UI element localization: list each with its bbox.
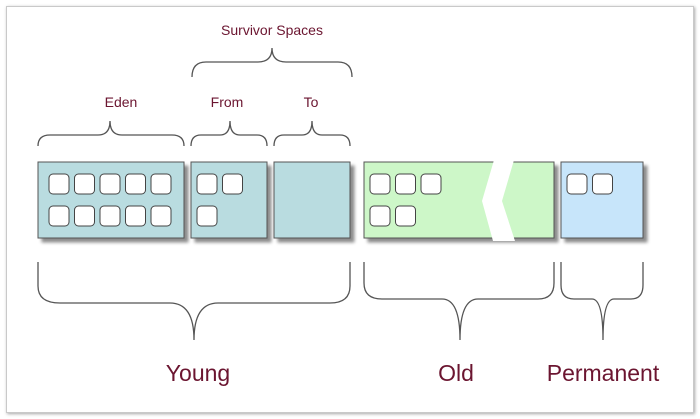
permanent-object-cell (566, 173, 588, 195)
eden-object-cell (150, 205, 172, 227)
from-object-cell (196, 205, 218, 227)
old-box (363, 161, 555, 239)
from-object-cell (222, 173, 243, 195)
eden-object-cell (99, 205, 121, 227)
from-brace (190, 120, 268, 147)
from-label: From (211, 94, 244, 110)
to-brace (273, 120, 351, 147)
old-brace (363, 262, 555, 341)
eden-label: Eden (105, 94, 138, 110)
young-brace (37, 262, 351, 341)
object-cells (48, 173, 613, 227)
memory-regions (37, 160, 644, 241)
permanent-object-cell (592, 173, 613, 195)
to-box (273, 161, 351, 239)
old-object-cell (395, 205, 416, 227)
from-object-cell (196, 173, 218, 195)
old-object-cell (369, 205, 391, 227)
old-break-mark (482, 160, 515, 241)
old-object-cell (395, 173, 416, 195)
young-label: Young (166, 360, 230, 386)
eden-object-cell (48, 205, 70, 227)
eden-object-cell (74, 205, 95, 227)
eden-object-cell (99, 173, 121, 195)
survivor-spaces-brace (191, 47, 353, 78)
permanent-brace (560, 262, 644, 341)
old-label: Old (438, 360, 474, 386)
old-object-cell (369, 173, 391, 195)
old-object-cell (420, 173, 442, 195)
from-box (190, 161, 268, 239)
eden-box (37, 161, 185, 239)
survivor-spaces-label: Survivor Spaces (221, 22, 323, 38)
permanent-box (560, 161, 644, 239)
eden-object-cell (150, 173, 172, 195)
eden-object-cell (125, 173, 146, 195)
eden-object-cell (48, 173, 70, 195)
permanent-label: Permanent (547, 360, 660, 386)
eden-brace (37, 120, 185, 147)
eden-object-cell (74, 173, 95, 195)
eden-object-cell (125, 205, 146, 227)
to-label: To (304, 94, 319, 110)
